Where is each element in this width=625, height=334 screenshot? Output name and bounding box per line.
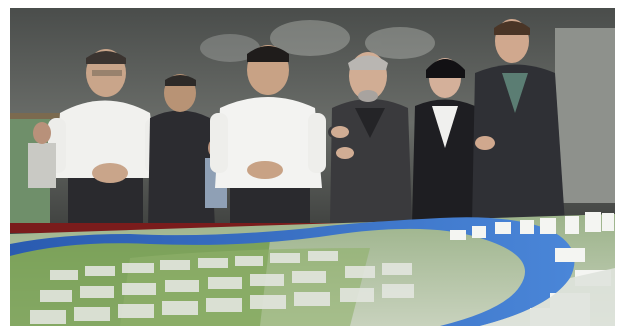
photo-frame — [10, 8, 615, 326]
photo — [10, 8, 615, 326]
person-white-shirt-center — [210, 45, 326, 238]
display-panel — [555, 28, 615, 203]
person-black-suit-young — [412, 58, 480, 223]
person-dark-suit-right — [472, 19, 565, 223]
person-grey-suit — [328, 52, 412, 223]
city-planning-model — [10, 212, 615, 326]
person-dark-shirt-back — [148, 74, 215, 228]
person-white-shirt-left — [48, 49, 161, 233]
river — [10, 217, 575, 326]
wall-lights — [200, 20, 435, 62]
